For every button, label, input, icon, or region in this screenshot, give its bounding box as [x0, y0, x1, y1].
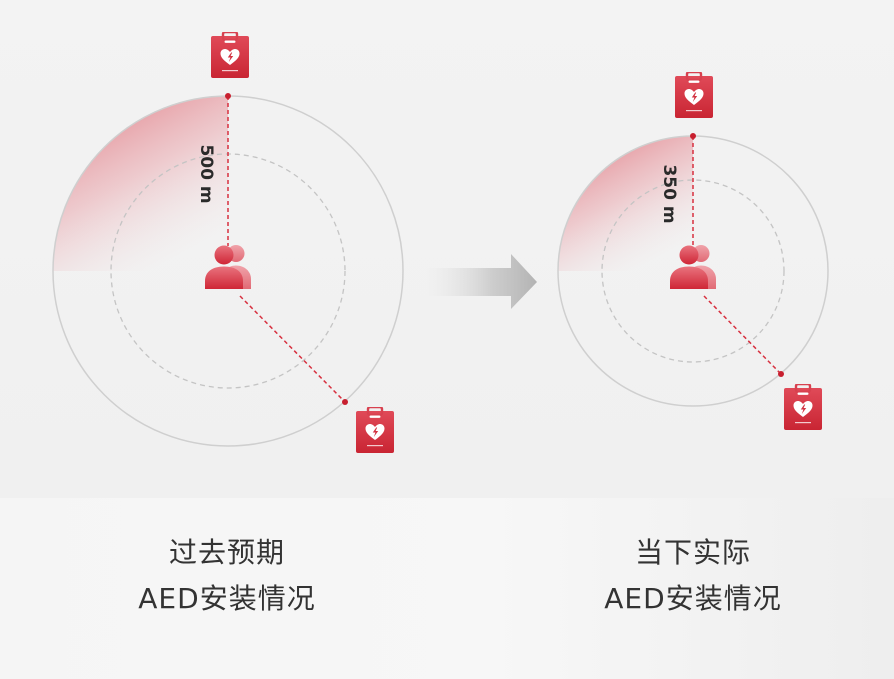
right-caption-line2: AED安装情况 [604, 582, 782, 615]
left-range-diagram: 500 m [52, 32, 404, 453]
caption-band [0, 498, 894, 679]
right-radius-label: 350 m [659, 164, 679, 223]
aed-box-icon [356, 407, 394, 453]
left-caption-line1: 过去预期 [168, 536, 285, 569]
aed-box-icon [784, 384, 822, 430]
left-radius-label: 500 m [196, 144, 216, 203]
right-diagonal-line [703, 295, 782, 375]
diagram-art: 500 m 350 m [52, 32, 829, 453]
right-radius-dot [690, 133, 696, 139]
left-caption: 过去预期 AED安装情况 [77, 530, 377, 622]
right-coverage-sector [558, 136, 693, 271]
right-caption-line1: 当下实际 [634, 536, 751, 569]
aed-box-icon [211, 32, 249, 78]
right-caption: 当下实际 AED安装情况 [543, 530, 843, 622]
right-arrow-icon [425, 254, 537, 309]
left-radius-dot [225, 93, 231, 99]
right-diagonal-dot [778, 371, 784, 377]
left-caption-line2: AED安装情况 [138, 582, 316, 615]
right-dashed-ring [601, 179, 785, 363]
left-diagonal-dot [342, 399, 348, 405]
right-range-diagram: 350 m [557, 72, 829, 430]
aed-box-icon [675, 72, 713, 118]
left-diagonal-line [239, 295, 346, 403]
left-coverage-sector [53, 96, 228, 271]
